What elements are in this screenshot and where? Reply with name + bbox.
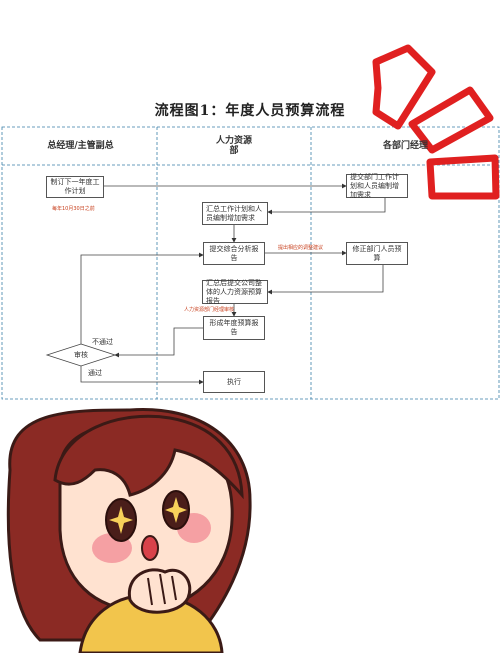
column-header-dept: 各部门经理 bbox=[382, 141, 428, 151]
node-plan: 制订下一年度工作计划 bbox=[46, 176, 104, 198]
red-emphasis-strokes bbox=[372, 44, 500, 200]
node-dept-submit: 提交部门工作计划和人员编制增加需求 bbox=[346, 173, 408, 199]
node-execute: 执行 bbox=[203, 371, 265, 393]
node-overall-report: 汇总后提交公司整体的人力资源预算报告 bbox=[202, 279, 268, 305]
note-hr-director: 人力资源部门经理审核 bbox=[184, 307, 235, 313]
edge-label-reject: 不通过 bbox=[92, 338, 113, 346]
flow-connectors bbox=[80, 183, 386, 385]
column-header-gm: 总经理/主管副总 bbox=[47, 141, 114, 151]
note-deadline: 每年10月30日之前 bbox=[52, 206, 95, 212]
diagram-title: 流程图1：年度人员预算流程 bbox=[154, 103, 346, 119]
node-analysis-report: 提交综合分析报告 bbox=[203, 242, 265, 265]
node-summarize: 汇总工作计划和人员编制增加需求 bbox=[202, 202, 268, 225]
edge-label-approve: 通过 bbox=[88, 369, 102, 377]
column-header-hr: 人力资源 部 bbox=[215, 136, 252, 156]
note-adjust-suggestion: 提出相应的调整建议 bbox=[278, 245, 324, 251]
node-revise: 修正部门人员预算 bbox=[346, 242, 408, 265]
node-review-label: 审核 bbox=[74, 351, 88, 359]
cartoon-girl-illustration bbox=[6, 408, 252, 653]
review-diamond bbox=[45, 343, 117, 367]
swimlane-frame bbox=[1, 126, 500, 400]
node-annual-budget: 形成年度预算报告 bbox=[203, 316, 265, 340]
